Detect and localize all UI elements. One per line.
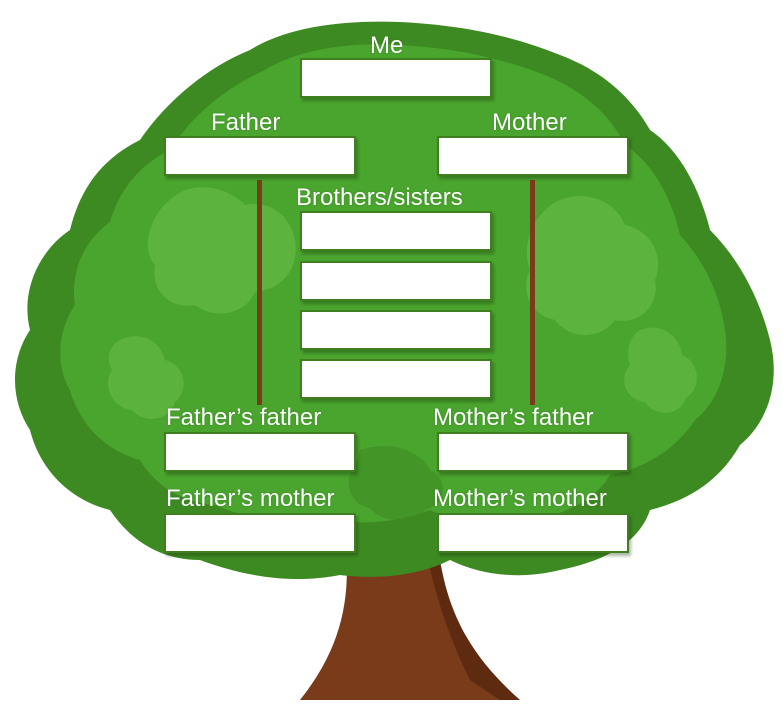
fathers-father-label: Father’s father: [166, 404, 322, 431]
mothers-mother-label: Mother’s mother: [433, 485, 607, 512]
fathers-mother-label: Father’s mother: [166, 485, 335, 512]
mother-label: Mother: [492, 109, 567, 136]
father-connector-line: [257, 180, 262, 405]
me-box[interactable]: [300, 58, 492, 98]
sibling-box-4[interactable]: [300, 359, 492, 399]
me-label: Me: [370, 32, 404, 59]
father-box[interactable]: [164, 136, 356, 176]
mother-box[interactable]: [437, 136, 629, 176]
sibling-box-2[interactable]: [300, 261, 492, 301]
father-label: Father: [211, 109, 281, 136]
sibling-box-3[interactable]: [300, 310, 492, 350]
sibling-box-1[interactable]: [300, 211, 492, 251]
mothers-mother-box[interactable]: [437, 513, 629, 553]
mother-connector-line: [530, 180, 535, 405]
siblings-label: Brothers/sisters: [296, 184, 463, 211]
mothers-father-box[interactable]: [437, 432, 629, 472]
mothers-father-label: Mother’s father: [433, 404, 594, 431]
fathers-father-box[interactable]: [164, 432, 356, 472]
fathers-mother-box[interactable]: [164, 513, 356, 553]
